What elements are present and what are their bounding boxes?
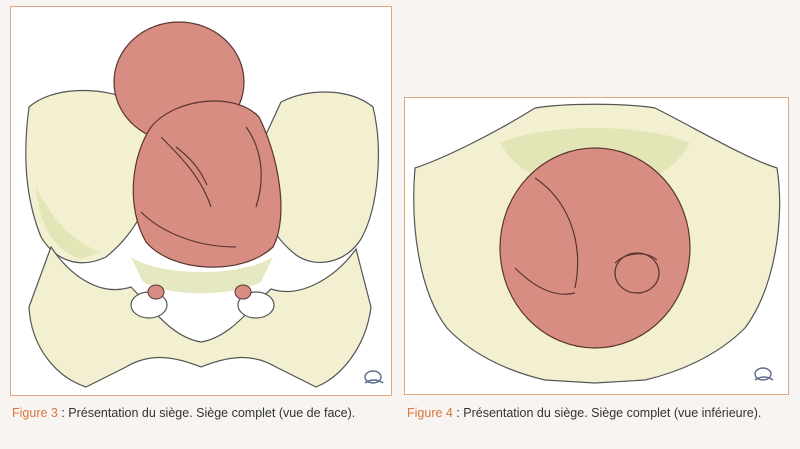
figure-4-illustration [413,103,781,384]
figure-4-caption-text: : Présentation du siège. Siège complet (… [452,406,762,420]
pelvis-shading [36,187,273,294]
figure-3-label: Figure 3 [12,406,58,420]
figure-3-illustration [25,21,379,388]
figure-4-label: Figure 4 [407,406,453,420]
figure-3-panel [10,6,392,396]
signature-icon [364,370,384,384]
figure-4-panel [404,97,789,395]
fetus-front-view [113,21,282,268]
signature-icon [754,367,774,381]
fetus-inferior-view [499,147,691,349]
figure-3-caption: Figure 3 : Présentation du siège. Siège … [12,405,390,421]
figure-4-caption: Figure 4 : Présentation du siège. Siège … [407,405,789,421]
figure-3-caption-text: : Présentation du siège. Siège complet (… [57,406,356,420]
